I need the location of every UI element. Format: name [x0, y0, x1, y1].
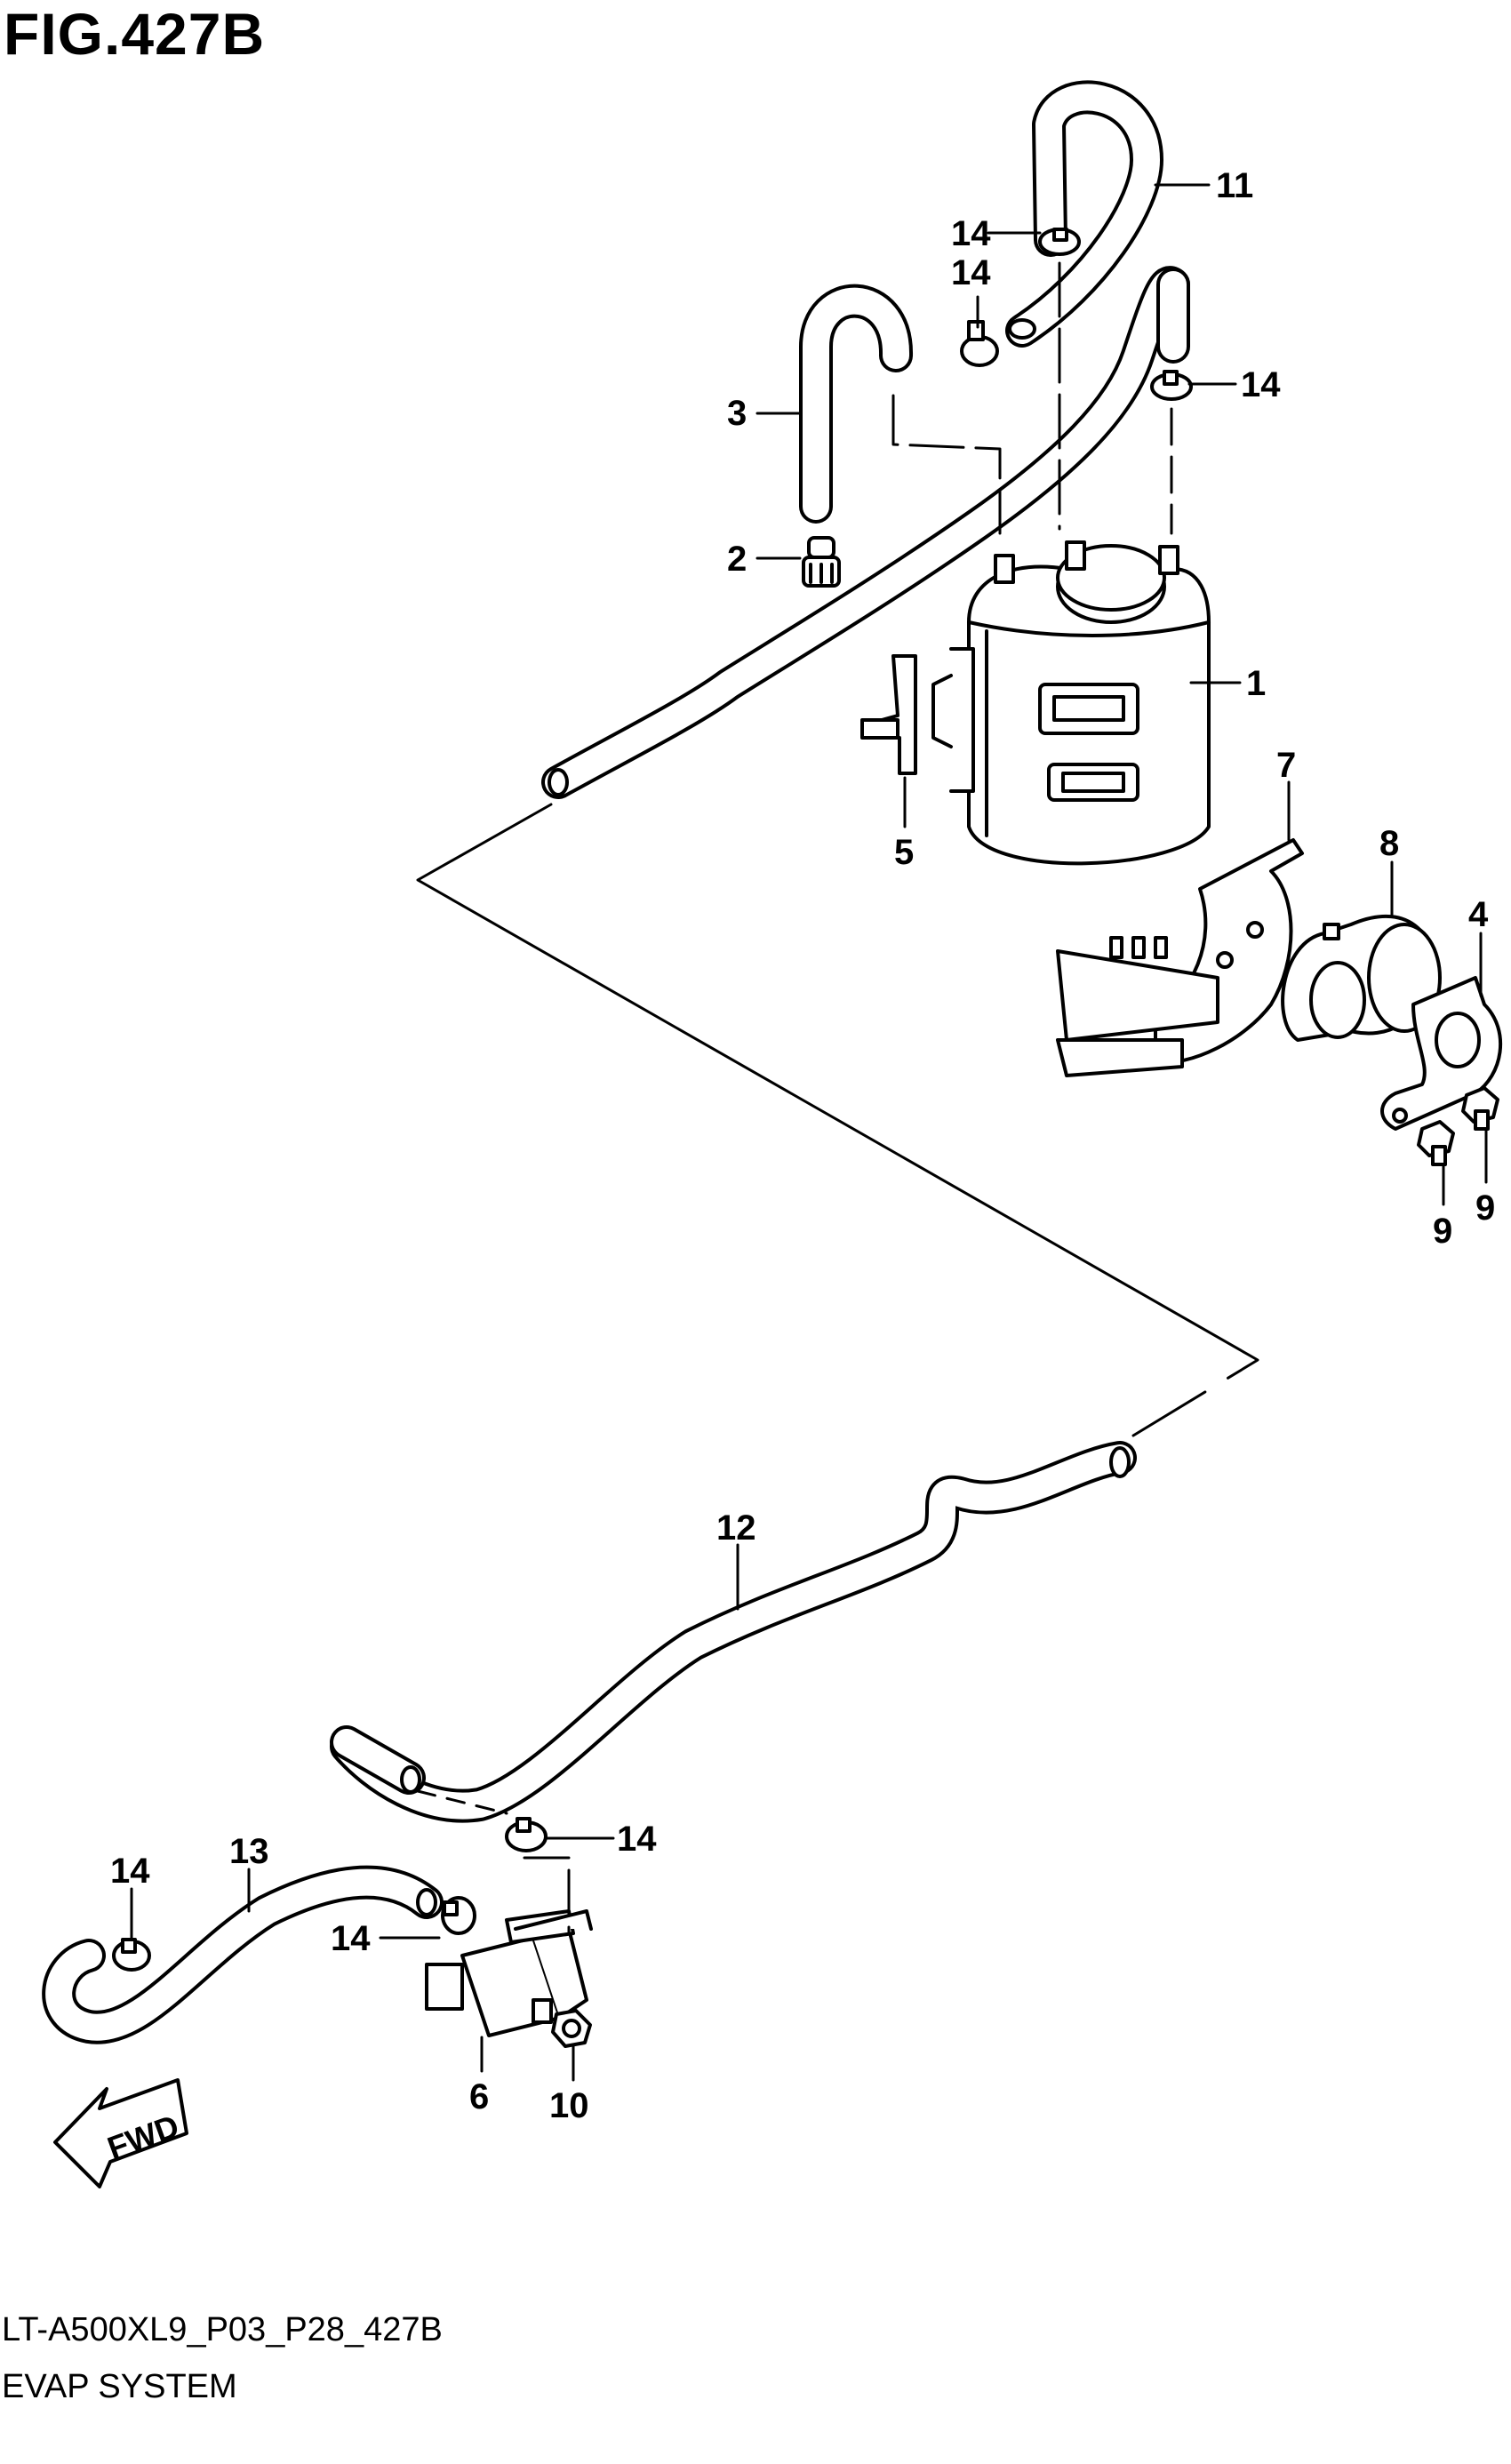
hose-13[interactable] — [42, 1865, 444, 2044]
solenoid-valve-6[interactable] — [425, 1909, 593, 2037]
bracket-7[interactable] — [1056, 838, 1304, 1077]
callout-3: 3 — [727, 394, 747, 433]
callout-14d: 14 — [617, 1820, 657, 1859]
bracket-5[interactable] — [860, 654, 917, 775]
bolt-9a[interactable] — [1417, 1120, 1455, 1166]
callout-2: 2 — [727, 540, 747, 579]
callout-9a: 9 — [1433, 1212, 1452, 1251]
hose-11[interactable] — [1005, 80, 1163, 348]
callout-10: 10 — [549, 2086, 589, 2125]
canister-1[interactable] — [931, 540, 1211, 866]
callout-1: 1 — [1246, 664, 1266, 703]
callout-14e: 14 — [331, 1919, 371, 1958]
clamp-4[interactable] — [1380, 976, 1503, 1131]
clamp-14c[interactable] — [1150, 370, 1193, 401]
clamp-14e[interactable] — [441, 1896, 476, 1935]
hose-3[interactable] — [799, 284, 914, 524]
callout-14b: 14 — [951, 253, 991, 292]
callout-4: 4 — [1468, 895, 1489, 934]
clamp-14d[interactable] — [505, 1817, 548, 1852]
hose-12[interactable] — [330, 1441, 1137, 1823]
callout-14c: 14 — [1241, 365, 1281, 404]
callout-8: 8 — [1379, 824, 1399, 863]
clamp-14f[interactable] — [112, 1938, 151, 1972]
fwd-arrow-icon — [53, 2078, 188, 2188]
fitting-2[interactable] — [802, 536, 841, 588]
callout-5: 5 — [894, 833, 914, 872]
figure-code: LT-A500XL9_P03_P28_427B — [2, 2311, 443, 2348]
clamp-14a[interactable] — [1038, 228, 1081, 256]
callout-6: 6 — [469, 2077, 489, 2116]
clamp-14b[interactable] — [960, 320, 999, 367]
bolt-9b[interactable] — [1461, 1086, 1499, 1131]
hose-upper-long[interactable] — [541, 266, 1190, 799]
leader-lines — [130, 183, 1488, 2082]
nut-10[interactable] — [551, 2009, 592, 2048]
callout-7: 7 — [1276, 746, 1296, 785]
callout-9b: 9 — [1475, 1188, 1495, 1228]
callout-13: 13 — [229, 1832, 269, 1871]
connection-lines — [416, 261, 1259, 1935]
callout-14a: 14 — [951, 214, 991, 253]
callout-14f: 14 — [110, 1852, 150, 1891]
figure-title: FIG.427B — [4, 1, 266, 67]
figure-name: EVAP SYSTEM — [2, 2368, 237, 2405]
callout-11: 11 — [1216, 166, 1253, 205]
callout-12: 12 — [716, 1508, 756, 1548]
